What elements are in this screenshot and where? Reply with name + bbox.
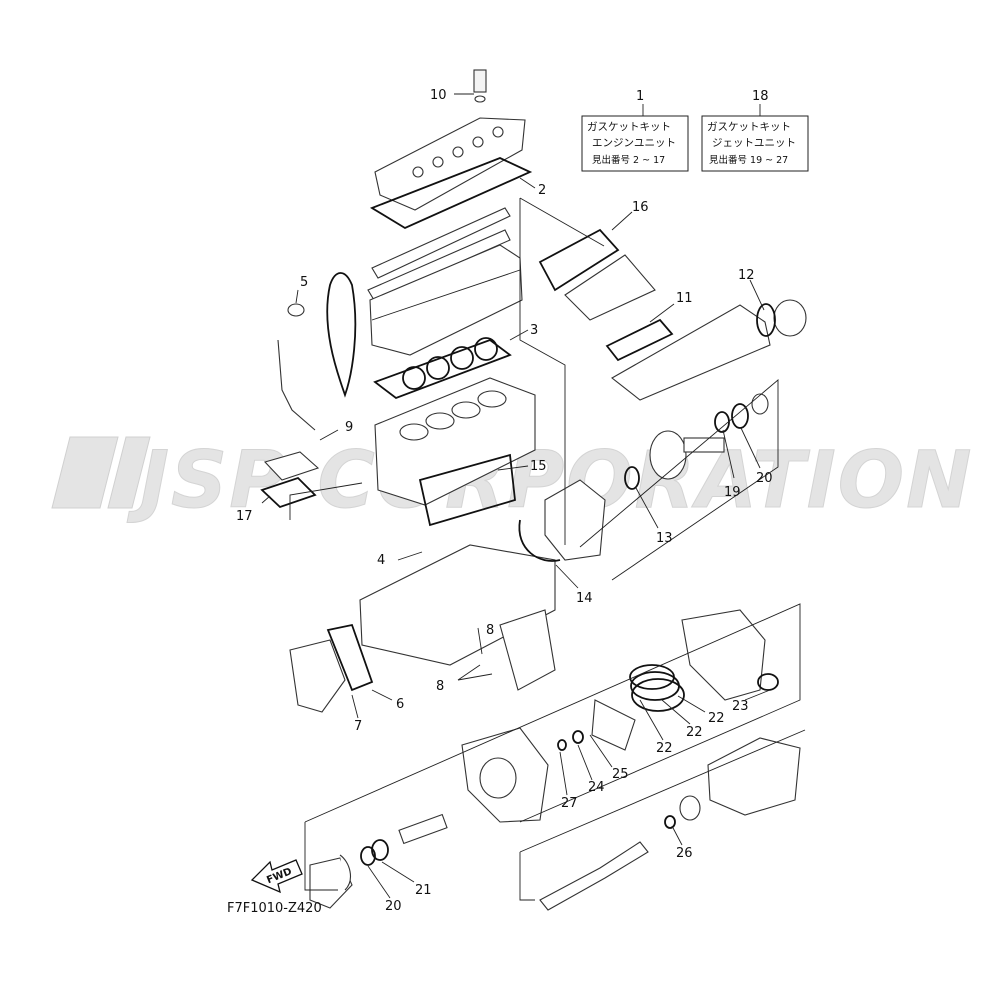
kit-box-engine-line1: ガスケットキット [587, 121, 671, 133]
drive-shaft [360, 813, 448, 866]
callout-22a[interactable]: 22 [708, 711, 725, 726]
intake-duct [461, 727, 549, 823]
kit-box-jet-line1: ガスケットキット [707, 121, 791, 133]
exhaust-manifold [538, 228, 674, 362]
jet-unit-housing [681, 609, 779, 701]
kit-box-jet-number[interactable]: 18 [752, 89, 769, 104]
callout-25[interactable]: 25 [612, 767, 629, 782]
callout-22c[interactable]: 22 [656, 741, 673, 756]
group-frame-lines [289, 197, 806, 901]
callout-2[interactable]: 2 [538, 183, 546, 198]
oil-pipe [277, 303, 316, 431]
leader-lines [261, 93, 771, 899]
breather-plates [260, 451, 320, 509]
kit-box-engine-line3: 見出番号 2 ~ 17 [592, 154, 665, 166]
cylinder-block [374, 377, 536, 506]
callout-24[interactable]: 24 [588, 780, 605, 795]
callout-27[interactable]: 27 [561, 796, 578, 811]
oil-pump-cover [289, 623, 374, 713]
callout-16[interactable]: 16 [632, 200, 649, 215]
exhaust-pipe [611, 299, 807, 401]
wear-rings [629, 664, 685, 712]
nozzle-housing [707, 737, 801, 816]
cylinder-head-cover [374, 69, 526, 211]
kit-box-engine-line2: エンジンユニット [592, 137, 676, 149]
callout-21[interactable]: 21 [415, 883, 432, 898]
impeller-shaft [539, 795, 701, 911]
callout-10[interactable]: 10 [430, 88, 447, 103]
cylinder-head [369, 244, 523, 356]
callout-7[interactable]: 7 [354, 719, 362, 734]
callout-13[interactable]: 13 [656, 531, 673, 546]
impeller-liner [557, 699, 636, 751]
callout-12[interactable]: 12 [738, 268, 755, 283]
callout-20[interactable]: 20 [756, 471, 773, 486]
kit-box-jet-line2: ジェットユニット [712, 137, 796, 149]
callout-4[interactable]: 4 [377, 553, 385, 568]
fwd-arrow-icon: FWD [250, 859, 303, 894]
water-pump-housing [649, 393, 769, 480]
kit-box-jet[interactable]: ガスケットキット ジェットユニット 見出番号 19 ~ 27 [701, 104, 809, 172]
cylinder-head-gasket [373, 337, 512, 400]
callout-8a[interactable]: 8 [486, 623, 494, 638]
callout-9[interactable]: 9 [345, 420, 353, 435]
callouts: 10 2 16 5 12 11 3 9 15 19 20 17 13 4 14 … [236, 88, 773, 914]
callout-14[interactable]: 14 [576, 591, 593, 606]
magneto-cover [518, 466, 640, 562]
callout-5[interactable]: 5 [300, 275, 308, 290]
kit-box-engine[interactable]: ガスケットキット エンジンユニット 見出番号 2 ~ 17 [581, 104, 689, 172]
callout-23[interactable]: 23 [732, 699, 749, 714]
callout-17[interactable]: 17 [236, 509, 253, 524]
gear-cover [499, 609, 556, 691]
callout-20-bottom[interactable]: 20 [385, 899, 402, 914]
callout-11[interactable]: 11 [676, 291, 693, 306]
callout-26[interactable]: 26 [676, 846, 693, 861]
callout-3[interactable]: 3 [530, 323, 538, 338]
oil-strainer-gasket [418, 453, 516, 527]
callout-8b[interactable]: 8 [436, 679, 444, 694]
timing-chain [326, 272, 357, 398]
kit-box-engine-number[interactable]: 1 [636, 89, 644, 104]
callout-22b[interactable]: 22 [686, 725, 703, 740]
callout-19[interactable]: 19 [724, 485, 741, 500]
callout-6[interactable]: 6 [396, 697, 404, 712]
camshafts [367, 207, 511, 301]
kit-box-jet-line3: 見出番号 19 ~ 27 [709, 154, 788, 166]
diagram-code: F7F1010-Z420 [227, 901, 322, 916]
head-cover-gasket [369, 157, 533, 230]
coupler [309, 854, 353, 909]
callout-15[interactable]: 15 [530, 459, 547, 474]
